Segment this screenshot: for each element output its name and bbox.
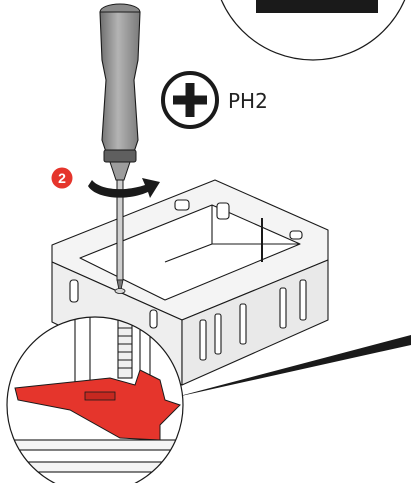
zoom-pointer — [172, 335, 411, 398]
phillips-head-icon — [161, 71, 219, 129]
upper-detail-callout — [220, 0, 406, 61]
step-number: 2 — [58, 170, 66, 186]
bit-type-label: PH2 — [228, 89, 268, 113]
red-clamp — [14, 369, 181, 441]
step-badge: 2 — [51, 167, 73, 189]
clockwise-rotation-arrow-icon — [88, 178, 160, 198]
zoom-detail-circle — [6, 316, 184, 483]
screwdriver — [99, 3, 141, 294]
